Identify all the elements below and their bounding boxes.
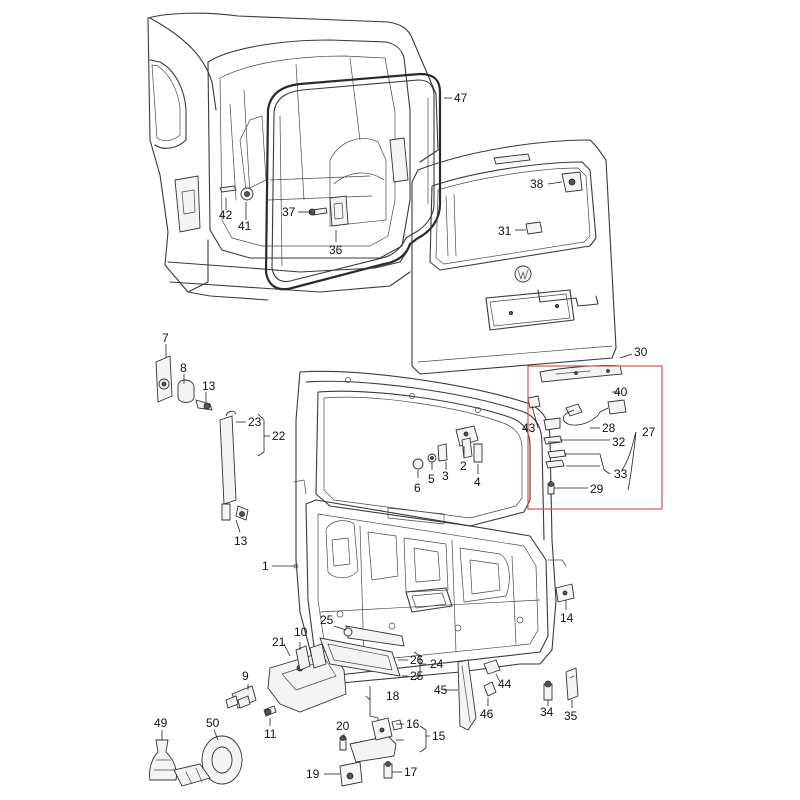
label-46: 46 bbox=[480, 707, 494, 721]
label-28: 28 bbox=[602, 421, 616, 435]
label-11: 11 bbox=[264, 727, 277, 741]
tailgate-outer-panel bbox=[411, 139, 617, 375]
label-16: 16 bbox=[406, 717, 420, 731]
label-34: 34 bbox=[540, 705, 554, 719]
label-25-bottom: 25 bbox=[410, 669, 424, 683]
accessory-parts bbox=[149, 735, 243, 787]
label-19: 19 bbox=[306, 767, 320, 781]
label-47: 47 bbox=[454, 91, 468, 105]
label-32: 32 bbox=[612, 435, 626, 449]
label-13-upper: 13 bbox=[202, 379, 216, 393]
label-7: 7 bbox=[162, 331, 169, 345]
label-26: 26 bbox=[410, 653, 424, 667]
label-37: 37 bbox=[282, 205, 296, 219]
vehicle-body bbox=[147, 12, 442, 301]
label-36: 36 bbox=[329, 243, 343, 257]
label-20: 20 bbox=[336, 719, 350, 733]
label-18: 18 bbox=[386, 689, 400, 703]
label-45: 45 bbox=[434, 683, 448, 697]
label-10: 10 bbox=[294, 625, 308, 639]
label-15: 15 bbox=[432, 729, 446, 743]
label-43: 43 bbox=[522, 421, 536, 435]
label-50: 50 bbox=[206, 716, 220, 730]
label-1: 1 bbox=[262, 559, 269, 573]
label-2: 2 bbox=[460, 459, 467, 473]
label-31: 31 bbox=[498, 224, 512, 238]
label-33: 33 bbox=[614, 467, 628, 481]
hinge-assembly bbox=[412, 425, 483, 470]
label-23: 23 bbox=[248, 415, 262, 429]
label-8: 8 bbox=[180, 361, 187, 375]
label-14: 14 bbox=[560, 611, 574, 625]
label-44: 44 bbox=[498, 677, 512, 691]
label-27: 27 bbox=[642, 425, 656, 439]
label-5: 5 bbox=[428, 472, 435, 486]
tailgate-inner-frame bbox=[293, 370, 567, 685]
label-30: 30 bbox=[634, 345, 648, 359]
gas-strut bbox=[155, 355, 249, 521]
label-42: 42 bbox=[219, 208, 233, 222]
label-6: 6 bbox=[414, 481, 421, 495]
brake-light-group bbox=[527, 365, 627, 495]
part-labels: 47 42 41 37 36 31 38 30 40 43 28 27 32 3… bbox=[154, 91, 656, 781]
label-25-top: 25 bbox=[320, 613, 334, 627]
label-13-lower: 13 bbox=[234, 534, 248, 548]
leader-lines bbox=[161, 97, 637, 775]
label-17: 17 bbox=[404, 765, 418, 779]
label-40: 40 bbox=[614, 385, 628, 399]
lock-parts bbox=[225, 583, 579, 787]
label-24: 24 bbox=[430, 657, 444, 671]
label-38: 38 bbox=[530, 177, 544, 191]
label-4: 4 bbox=[474, 475, 481, 489]
label-41: 41 bbox=[238, 219, 252, 233]
label-29: 29 bbox=[590, 482, 604, 496]
label-21: 21 bbox=[272, 635, 286, 649]
label-3: 3 bbox=[442, 469, 449, 483]
brake-light-highlight-box bbox=[527, 365, 663, 510]
label-49: 49 bbox=[154, 716, 168, 730]
label-35: 35 bbox=[564, 709, 578, 723]
label-9: 9 bbox=[242, 669, 249, 683]
label-22: 22 bbox=[272, 429, 286, 443]
